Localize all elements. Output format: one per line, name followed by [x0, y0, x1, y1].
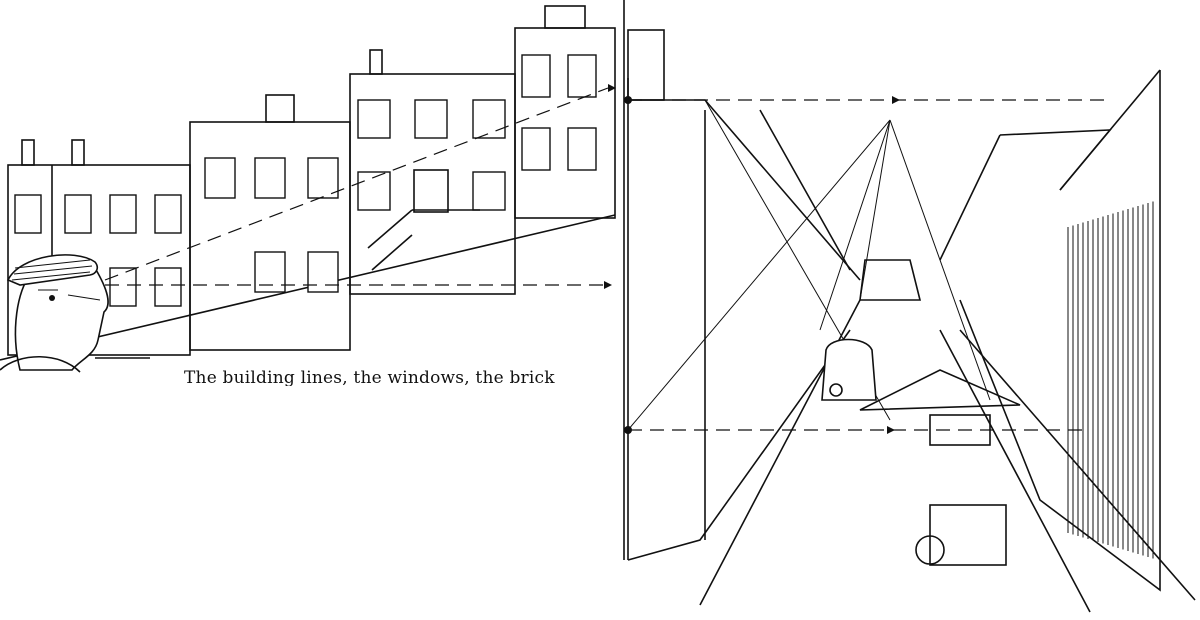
window [307, 157, 339, 199]
window [154, 194, 182, 234]
left-dashed-guides [104, 84, 616, 289]
window [521, 54, 551, 98]
window [64, 194, 92, 234]
window [254, 251, 286, 293]
window [254, 157, 286, 199]
caption-text: The building lines, the windows, the bri… [184, 368, 555, 386]
window [472, 99, 506, 139]
window [567, 54, 597, 98]
window [307, 251, 339, 293]
right-street-scene [624, 29, 1196, 613]
window [472, 171, 506, 211]
window [567, 127, 597, 171]
right-hatching [1067, 201, 1154, 559]
window [357, 171, 391, 211]
window [204, 157, 236, 199]
window [521, 127, 551, 171]
observer-head-icon [0, 254, 109, 373]
left-steps [367, 169, 480, 271]
window [14, 194, 42, 234]
window [357, 99, 391, 139]
window [154, 267, 182, 307]
car-icon [821, 338, 877, 401]
pushcart-icon [915, 504, 1007, 566]
window [414, 99, 448, 139]
window [109, 194, 137, 234]
left-windows [14, 54, 597, 307]
window [109, 267, 137, 307]
umbrella-stall-icon [859, 369, 1021, 446]
